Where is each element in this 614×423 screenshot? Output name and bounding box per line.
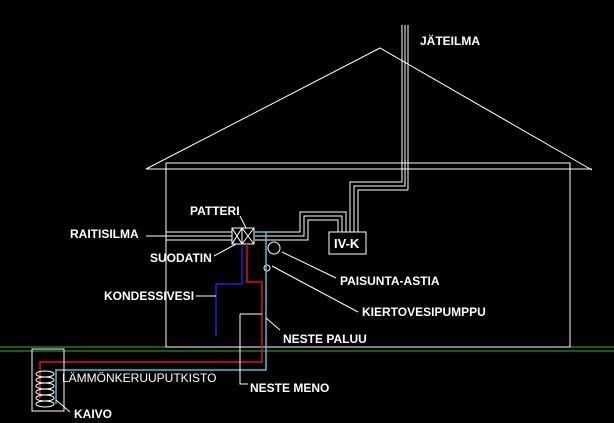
ventilation-unit-box xyxy=(328,231,367,255)
fluid-return-label: NESTE PALUU xyxy=(283,332,367,346)
fluid-return-leader xyxy=(265,317,281,331)
circulation-pump-icon xyxy=(263,264,271,272)
filter-leader xyxy=(213,243,237,257)
house-walls xyxy=(165,162,571,348)
exhaust-run-1 xyxy=(349,181,402,232)
exhaust-run-3 xyxy=(357,189,408,232)
well-outline xyxy=(31,348,65,412)
filter-label: SUODATIN xyxy=(150,251,212,265)
return-fluid-pipe xyxy=(55,231,267,404)
exhaust-run-2 xyxy=(353,185,405,232)
fluid-supply-label: NESTE MENO xyxy=(250,381,329,395)
fluid-supply-leader xyxy=(239,314,248,385)
heat-coil-tubing-label: LÄMMÖNKERUUPUTKISTO xyxy=(62,371,216,385)
circulation-pump-leader xyxy=(271,265,359,313)
expansion-tank-label: PAISUNTA-ASTIA xyxy=(340,274,440,288)
well-leader xyxy=(55,399,71,413)
supply-duct-2 xyxy=(255,215,343,237)
condensate-pipe xyxy=(215,246,243,336)
heat-coil-icon xyxy=(35,370,55,408)
expansion-tank-icon xyxy=(267,241,281,255)
filter-cross-2 xyxy=(231,227,243,245)
coil-leader xyxy=(239,215,247,229)
coil-label: PATTERI xyxy=(190,204,240,218)
supply-fluid-pipe xyxy=(39,244,263,398)
fresh-air-label: RAITISILMA xyxy=(70,227,139,241)
condensate-label: KONDESSIVESI xyxy=(104,289,194,303)
coil-box xyxy=(241,227,255,245)
well-label: KAIVO xyxy=(74,407,112,421)
supply-duct-1 xyxy=(255,211,347,233)
coil-cross-2 xyxy=(241,227,255,245)
expansion-tank-leader xyxy=(281,251,337,279)
ventilation-unit-label: IV-K xyxy=(334,236,360,251)
supply-duct-3 xyxy=(255,219,339,241)
exhaust-air-label: JÄTEILMA xyxy=(420,33,480,48)
roof-outline xyxy=(145,47,593,171)
circulation-pump-label: KIERTOVESIPUMPPU xyxy=(362,305,486,319)
